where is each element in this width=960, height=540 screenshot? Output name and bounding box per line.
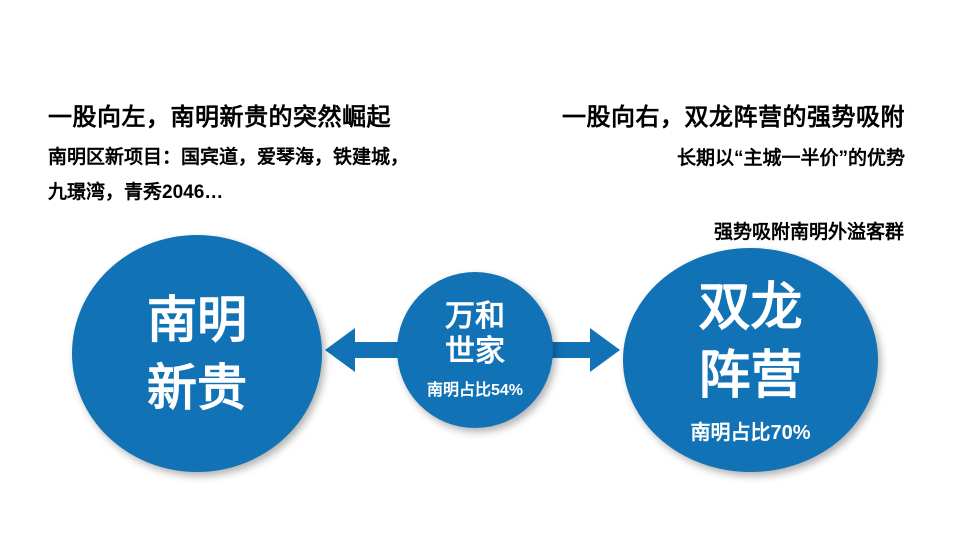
- left-circle: 南明 新贵: [72, 235, 322, 472]
- left-circle-label-line2: 新贵: [147, 359, 247, 416]
- center-circle-stat: 南明占比54%: [426, 382, 524, 399]
- right-circle-label-line2: 阵营: [698, 346, 803, 405]
- left-circle-label-line1: 南明: [147, 291, 247, 348]
- right-note: 强势吸附南明外溢客群: [713, 222, 904, 243]
- right-circle-label-line1: 双龙: [698, 278, 803, 337]
- left-arrow-icon: [325, 328, 410, 372]
- right-arrow-icon: [535, 328, 620, 372]
- left-body-line-2: 九璟湾，青秀2046…: [48, 182, 224, 203]
- center-circle-label-line1: 万和: [445, 300, 505, 333]
- right-heading: 一股向右，双龙阵营的强势吸附: [562, 104, 905, 131]
- left-heading: 一股向左，南明新贵的突然崛起: [48, 104, 391, 131]
- right-subheading: 长期以“主城一半价”的优势: [676, 148, 905, 169]
- right-circle: 双龙 阵营 南明占比70%: [623, 248, 878, 472]
- left-body-line-1: 南明区新项目：国宾道，爱琴海，铁建城，: [48, 147, 410, 168]
- center-circle-label-line2: 世家: [445, 334, 505, 368]
- center-circle: 万和 世家 南明占比54%: [397, 272, 553, 428]
- right-circle-stat: 南明占比70%: [690, 422, 811, 445]
